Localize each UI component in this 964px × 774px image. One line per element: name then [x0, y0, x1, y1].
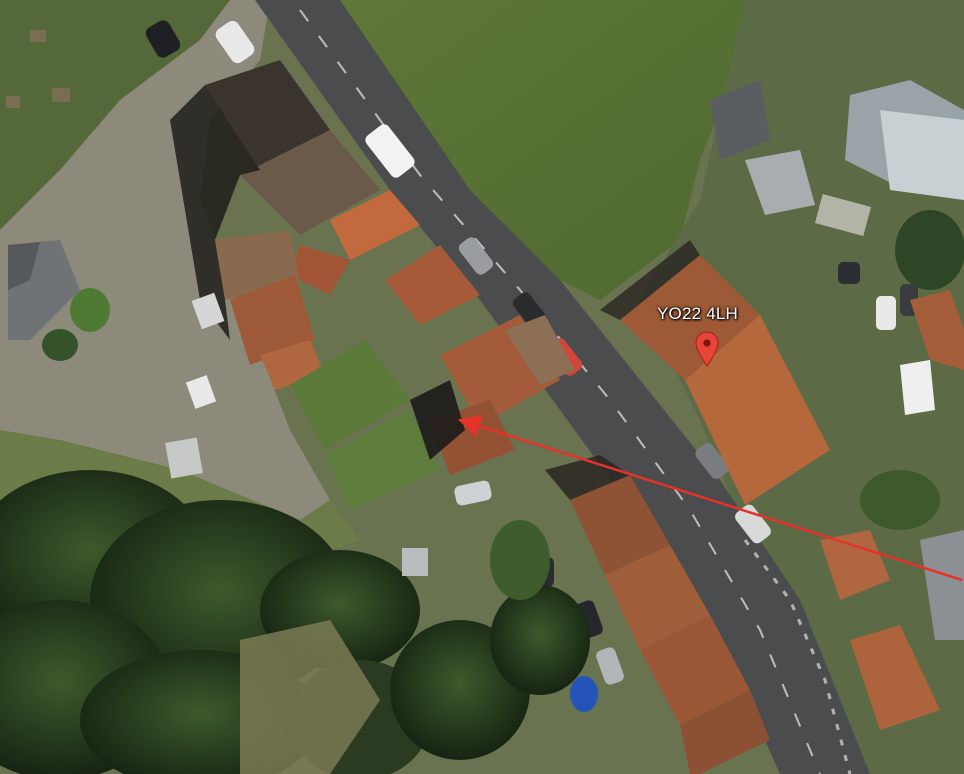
- road: [255, 0, 870, 774]
- shadow-gap: [410, 380, 465, 460]
- gravel-yard: [0, 0, 330, 520]
- marked-building: [600, 240, 830, 505]
- building-shadow: [170, 85, 260, 340]
- sheds: [6, 30, 872, 576]
- field: [340, 0, 745, 300]
- buildings-right: [8, 80, 964, 730]
- trampoline: [570, 676, 598, 712]
- back-gardens: [290, 340, 440, 510]
- road-markings: [299, 9, 821, 774]
- road-edge-dashes: [743, 539, 852, 774]
- terrace-left: [205, 60, 575, 475]
- marker-label: YO22 4LH: [657, 304, 738, 323]
- lawn-lower-center: [240, 620, 380, 774]
- map-pin-icon[interactable]: [695, 331, 719, 367]
- annotation-arrow: [457, 415, 963, 582]
